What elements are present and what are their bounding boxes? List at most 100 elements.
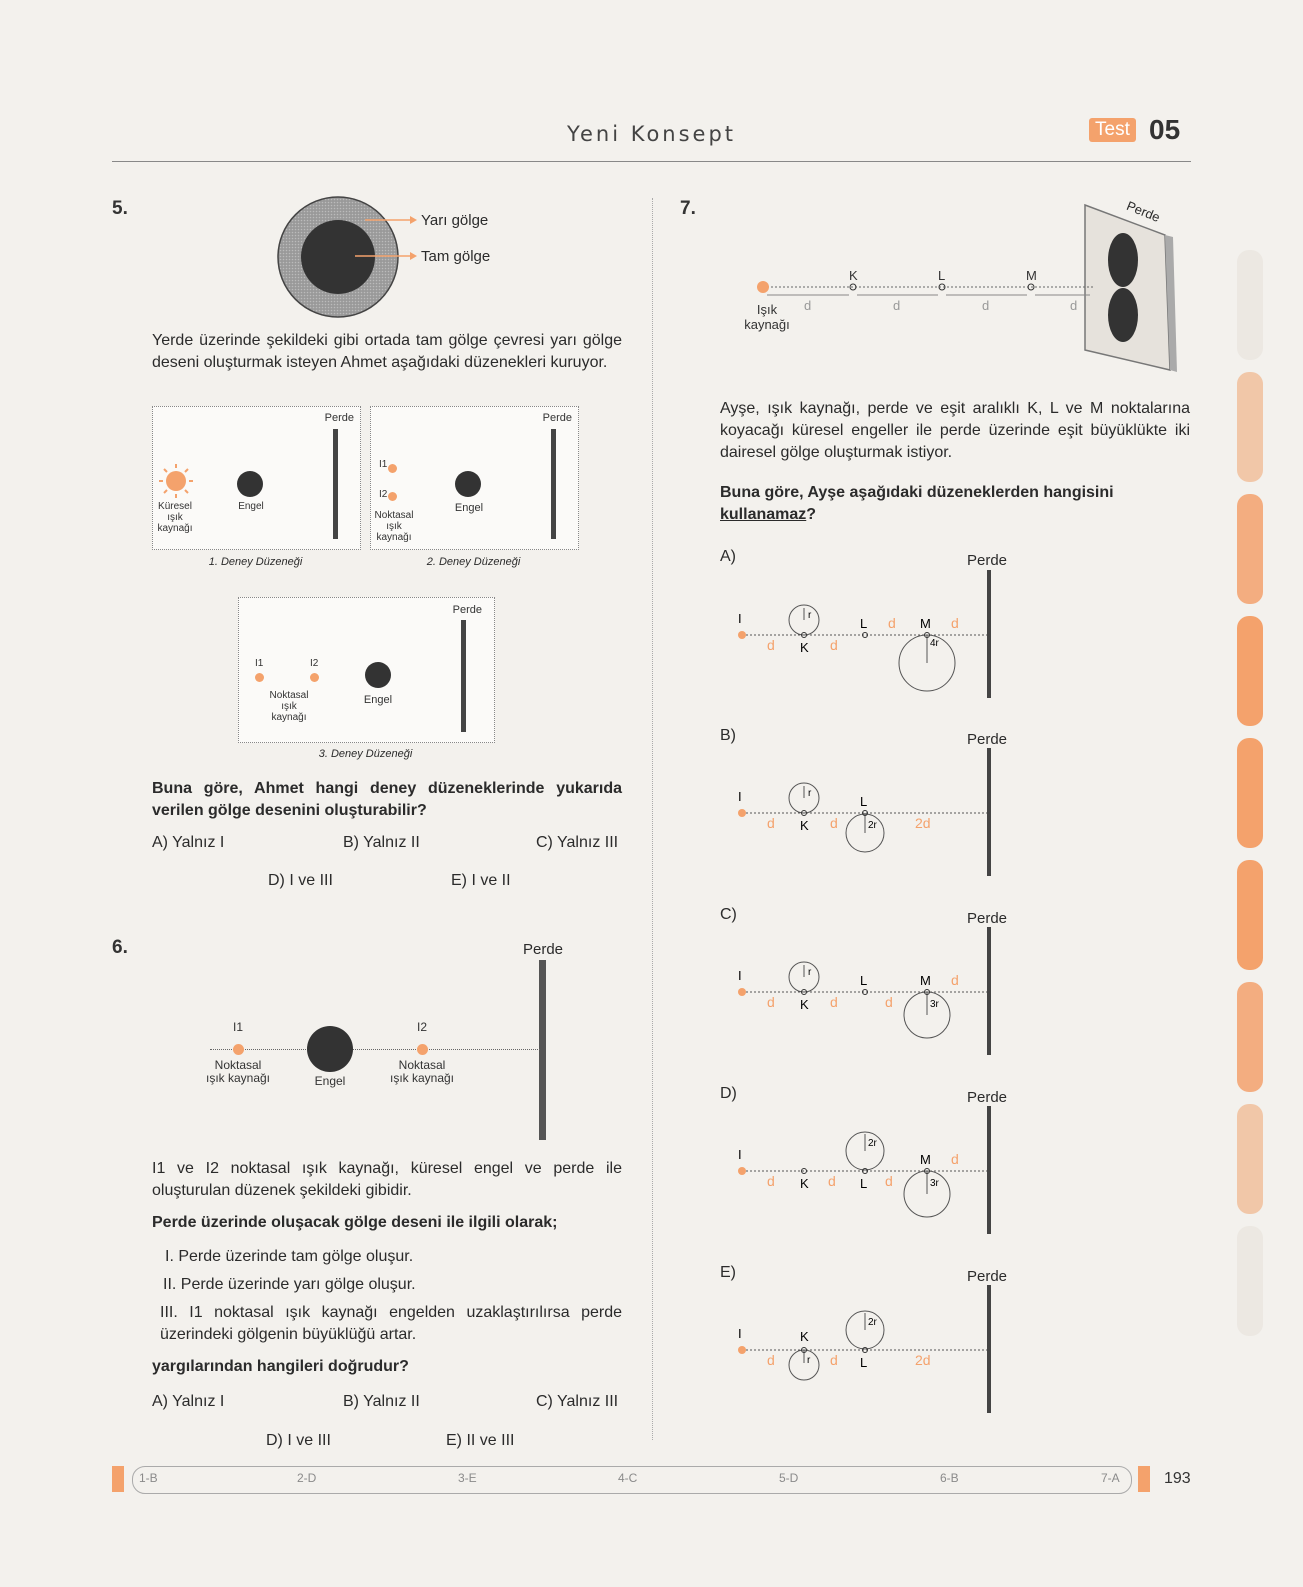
setup-1-obstacle (237, 471, 263, 497)
question-7-prompt: Buna göre, Ayşe aşağıdaki düzeneklerden … (720, 482, 1190, 526)
q7-source-label: Işık kaynağı (744, 302, 790, 332)
setup-2-screen (551, 429, 556, 539)
q6-option-b[interactable]: B) Yalnız II (343, 1393, 420, 1410)
q7-option-d-diagram: I K L 2r M 3r d d d d (738, 1106, 991, 1234)
setup-2-i1-label: I1 (379, 459, 388, 470)
q6-option-d[interactable]: D) I ve III (266, 1432, 331, 1449)
svg-text:2r: 2r (868, 1317, 878, 1328)
q6-source-2-label: Noktasal ışık kaynağı (389, 1058, 455, 1085)
svg-text:d: d (767, 1352, 775, 1368)
side-tab (1237, 372, 1263, 482)
answer-1: 1-B (139, 1471, 158, 1485)
q7-prompt-pre: Buna göre, Ayşe aşağıdaki düzeneklerden … (720, 484, 1114, 501)
svg-text:K: K (800, 1329, 809, 1344)
setup-2-source-label: Noktasal ışık kaynağı (374, 510, 414, 543)
q5-option-c[interactable]: C) Yalnız III (536, 834, 619, 851)
svg-text:2d: 2d (915, 815, 931, 831)
side-tab (1237, 982, 1263, 1092)
answer-7: 7-A (1101, 1471, 1120, 1485)
svg-text:I: I (738, 789, 742, 804)
svg-text:L: L (860, 1176, 867, 1191)
svg-text:3r: 3r (930, 1178, 940, 1189)
setup-1-box: Perde Küresel ışık kaynağı Engel (152, 406, 361, 550)
q7-dist-3: d (982, 298, 990, 313)
svg-text:I: I (738, 968, 742, 983)
answer-key-bar (132, 1466, 1132, 1494)
side-tab (1237, 494, 1263, 604)
q5-option-d[interactable]: D) I ve III (268, 872, 333, 889)
svg-text:r: r (807, 1355, 811, 1366)
svg-text:d: d (951, 972, 959, 988)
q7-option-e-diagram: I K r L 2r d d 2d (738, 1285, 991, 1413)
q7-option-d-screen-label: Perde (967, 1089, 1008, 1106)
svg-text:M: M (920, 1152, 931, 1167)
answer-5: 5-D (779, 1471, 799, 1485)
answer-6: 6-B (940, 1471, 959, 1485)
svg-text:r: r (808, 967, 812, 978)
setup-2-obstacle-label: Engel (454, 502, 484, 514)
q7-option-e-screen-label: Perde (967, 1268, 1008, 1285)
q6-item-1: I. Perde üzerinde tam gölge oluşur. (165, 1248, 414, 1265)
point-source-icon (388, 492, 397, 501)
point-source-icon (255, 673, 264, 682)
q6-option-e[interactable]: E) II ve III (446, 1432, 515, 1449)
side-tab (1237, 1104, 1263, 1214)
svg-text:d: d (830, 994, 838, 1010)
svg-text:L: L (860, 973, 867, 988)
q7-point-k: K (849, 268, 858, 283)
svg-text:d: d (830, 637, 838, 653)
setup-1-caption: 1. Deney Düzeneği (208, 556, 303, 568)
svg-text:I: I (738, 1147, 742, 1162)
svg-text:I: I (738, 611, 742, 626)
svg-text:L: L (860, 1355, 867, 1370)
question-5-number: 5. (112, 198, 128, 219)
svg-text:d: d (767, 637, 775, 653)
question-6-intro: Perde üzerinde oluşacak gölge deseni ile… (152, 1214, 558, 1231)
question-6-text: I1 ve I2 noktasal ışık kaynağı, küresel … (152, 1160, 622, 1199)
q7-option-b-label: B) (720, 727, 736, 744)
page-number: 193 (1164, 1470, 1191, 1487)
svg-text:K: K (800, 640, 809, 655)
q5-option-e[interactable]: E) I ve II (451, 872, 511, 889)
full-shadow-label: Tam gölge (421, 248, 491, 265)
footer-right-marker (1138, 1466, 1150, 1492)
q5-option-a[interactable]: A) Yalnız I (152, 834, 225, 851)
setup-3-screen (461, 620, 466, 732)
svg-text:K: K (800, 997, 809, 1012)
svg-text:d: d (951, 1151, 959, 1167)
setup-2-caption: 2. Deney Düzeneği (426, 556, 521, 568)
header-divider (112, 161, 1191, 162)
q7-option-a-label: A) (720, 548, 736, 565)
q7-prompt-post: ? (806, 506, 817, 523)
svg-text:d: d (885, 994, 893, 1010)
svg-text:d: d (767, 994, 775, 1010)
q6-obstacle-label: Engel (314, 1074, 346, 1088)
svg-text:d: d (885, 1173, 893, 1189)
svg-text:L: L (860, 616, 867, 631)
question-5-text: Yerde üzerinde şekildeki gibi ortada tam… (152, 332, 622, 371)
q6-axis (210, 1049, 540, 1050)
q6-option-c[interactable]: C) Yalnız III (536, 1393, 619, 1410)
q6-option-a[interactable]: A) Yalnız I (152, 1393, 225, 1410)
point-source-icon (310, 673, 319, 682)
svg-text:r: r (808, 610, 812, 621)
half-shadow-label: Yarı gölge (421, 212, 489, 229)
question-6-number: 6. (112, 937, 128, 958)
svg-text:I: I (738, 1326, 742, 1341)
q7-prompt-underlined: kullanamaz (720, 506, 807, 523)
point-source-icon (388, 464, 397, 473)
q7-dist-4: d (1070, 298, 1078, 313)
svg-text:2d: 2d (915, 1352, 931, 1368)
svg-text:K: K (800, 1176, 809, 1191)
q7-option-a-screen-label: Perde (967, 552, 1008, 569)
side-tab (1237, 250, 1263, 360)
setup-1-screen (333, 429, 338, 539)
setup-3-source-label: Noktasal ışık kaynağı (269, 690, 309, 723)
svg-text:M: M (920, 973, 931, 988)
q7-option-c-label: C) (720, 906, 737, 923)
side-tab (1237, 1226, 1263, 1336)
q7-option-c-diagram: I r K L M 3r d d d d (738, 927, 991, 1055)
q7-dist-2: d (893, 298, 901, 313)
q5-option-b[interactable]: B) Yalnız II (343, 834, 420, 851)
shadow-pattern-figure (277, 196, 417, 318)
